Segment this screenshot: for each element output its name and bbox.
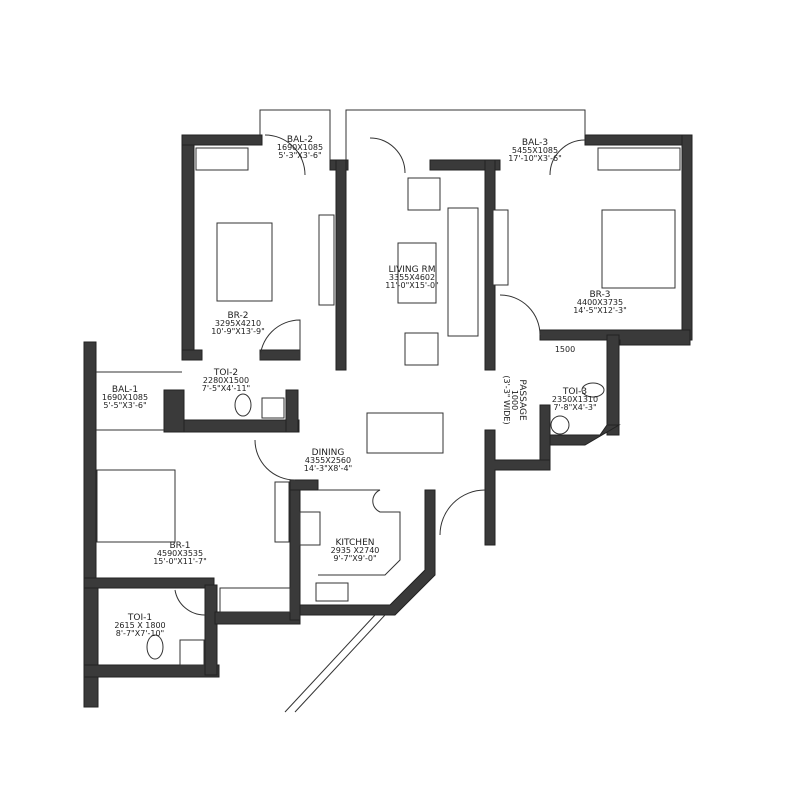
bed-br1 <box>96 469 176 543</box>
tv-unit <box>318 214 335 306</box>
furniture <box>96 177 676 666</box>
tv-unit <box>274 481 290 543</box>
toilet <box>234 393 252 417</box>
label-passage: PASSAGE1000(3'-3" WIDE) <box>502 375 527 424</box>
coffee-table <box>397 242 437 304</box>
bed-br3 <box>601 209 676 289</box>
sink <box>315 582 349 602</box>
bed-br2 <box>216 222 273 302</box>
washbasin <box>261 397 285 419</box>
toilet <box>581 382 605 398</box>
wardrobe-br1 <box>219 587 291 613</box>
dining-table <box>366 412 444 454</box>
wardrobe-br3 <box>597 147 681 171</box>
wardrobe-br2 <box>195 147 249 171</box>
walls <box>83 134 693 708</box>
thin-lines <box>96 109 681 713</box>
washbasin <box>179 639 205 666</box>
kitchen-counter <box>318 489 401 576</box>
dimension-1500: 1500 <box>555 345 575 354</box>
armchair <box>407 177 441 211</box>
armchair <box>404 332 439 366</box>
sofa <box>447 207 479 337</box>
toilet <box>146 634 164 660</box>
tv-unit <box>492 209 509 286</box>
stove <box>299 511 321 546</box>
washbasin <box>550 415 570 435</box>
